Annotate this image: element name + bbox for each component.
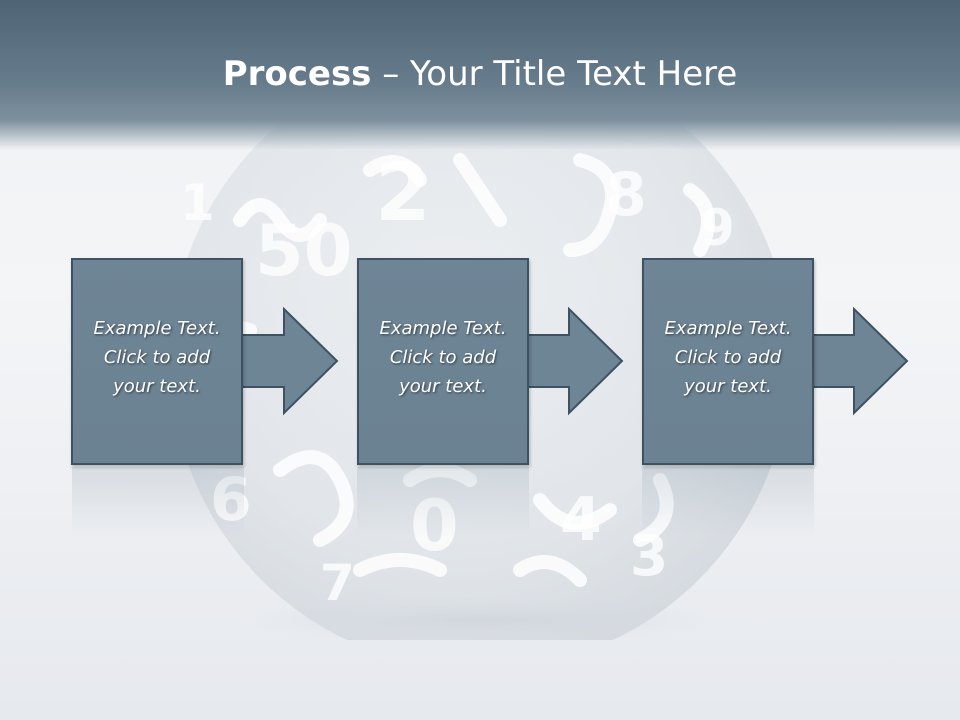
svg-text:3: 3 bbox=[630, 524, 668, 588]
step-line-1: Example Text. bbox=[664, 318, 792, 339]
step-reflection bbox=[642, 467, 814, 537]
step-line-3: your text. bbox=[684, 376, 772, 397]
step-text: Example Text. Click to add your text. bbox=[73, 314, 241, 401]
svg-text:1: 1 bbox=[180, 174, 215, 232]
step-text: Example Text. Click to add your text. bbox=[359, 314, 527, 401]
step-line-2: Click to add bbox=[389, 347, 497, 368]
step-text: Example Text. Click to add your text. bbox=[644, 314, 812, 401]
svg-text:7: 7 bbox=[320, 554, 355, 612]
step-line-3: your text. bbox=[113, 376, 201, 397]
svg-text:4: 4 bbox=[560, 485, 602, 555]
arrow-right-icon bbox=[810, 307, 909, 416]
step-line-1: Example Text. bbox=[379, 318, 507, 339]
arrow-right-icon bbox=[240, 307, 339, 416]
slide-title: Process – Your Title Text Here bbox=[0, 52, 960, 96]
svg-text:6: 6 bbox=[210, 465, 252, 535]
svg-text:50: 50 bbox=[255, 210, 352, 292]
svg-text:8: 8 bbox=[605, 160, 647, 230]
process-step-3[interactable]: Example Text. Click to add your text. bbox=[642, 258, 814, 465]
svg-text:0: 0 bbox=[410, 485, 459, 567]
process-step-1[interactable]: Example Text. Click to add your text. bbox=[71, 258, 243, 465]
arrow-right-icon bbox=[525, 307, 624, 416]
step-line-1: Example Text. bbox=[93, 318, 221, 339]
step-line-3: your text. bbox=[399, 376, 487, 397]
title-bar bbox=[0, 0, 960, 150]
step-line-2: Click to add bbox=[103, 347, 211, 368]
title-bold: Process bbox=[222, 54, 372, 94]
step-line-2: Click to add bbox=[674, 347, 782, 368]
svg-text:9: 9 bbox=[700, 199, 735, 257]
step-reflection bbox=[357, 467, 529, 537]
step-reflection bbox=[72, 467, 244, 537]
process-step-2[interactable]: Example Text. Click to add your text. bbox=[357, 258, 529, 465]
svg-text:2: 2 bbox=[375, 146, 431, 239]
title-rest: – Your Title Text Here bbox=[371, 54, 738, 94]
